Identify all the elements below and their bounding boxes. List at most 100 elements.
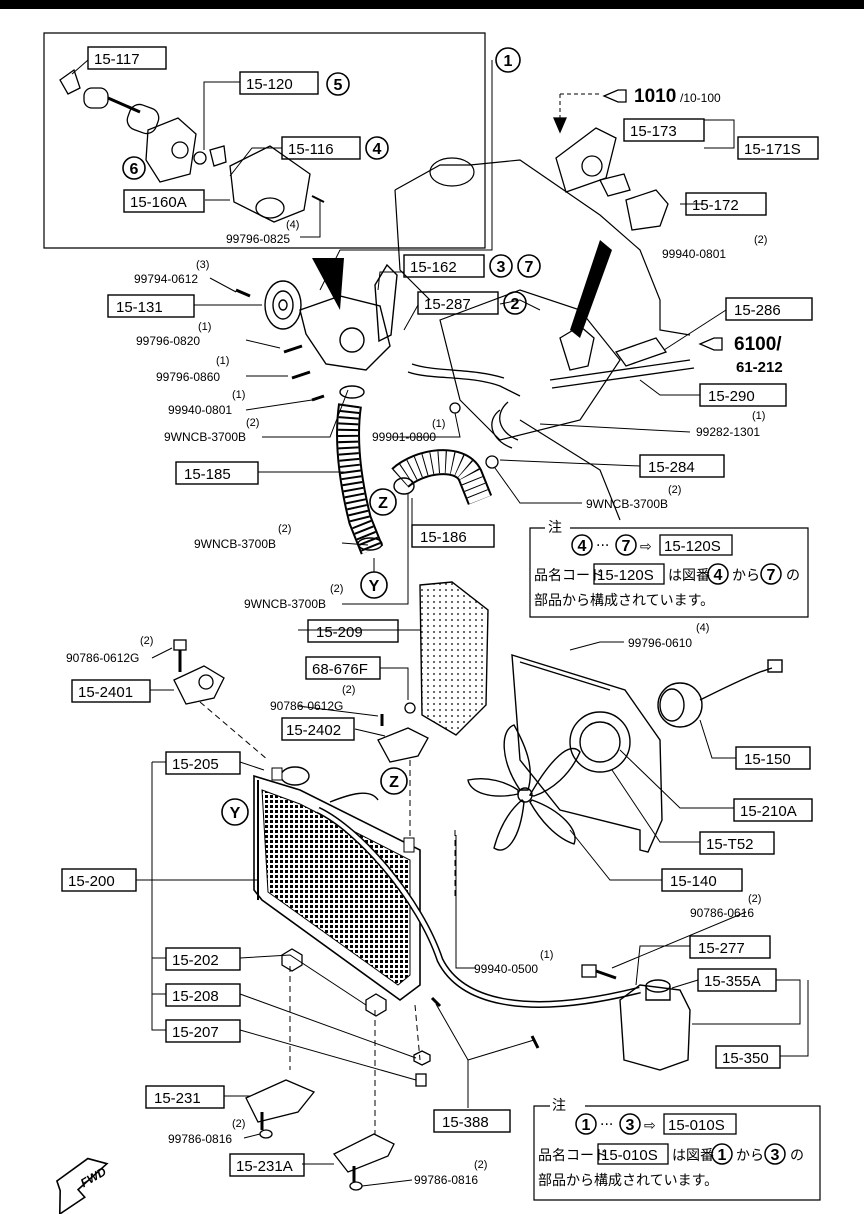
circle-z-1 — [369, 488, 397, 516]
label-99940-0801: 99940-0801 — [168, 403, 232, 417]
label-99796-0860: 99796-0860 — [156, 370, 220, 384]
label-15-231A: 15-231A — [236, 1158, 293, 1175]
circle-z-2-text: Z — [389, 774, 399, 791]
circle-7 — [517, 254, 541, 278]
circle-y-2-text: Y — [230, 805, 241, 822]
box-15-207 — [165, 1019, 241, 1043]
overflow-hose-inner — [317, 808, 641, 1007]
pointing-hand-icon — [698, 337, 723, 351]
label-15-277: 15-277 — [698, 940, 745, 957]
label-99901-0800: 99901-0800 — [372, 430, 436, 444]
box-15-209 — [307, 619, 399, 643]
pump-pulley-hub — [59, 68, 81, 95]
ref-6100[interactable]: 6100/ 61-212 — [698, 334, 783, 376]
box-15-186 — [411, 524, 495, 548]
note1-box — [529, 527, 809, 618]
main-leaders — [194, 119, 735, 605]
pump-shaft-seal — [126, 103, 160, 135]
engine-cap — [429, 157, 475, 187]
qty-99901-0800: (1) — [432, 418, 445, 430]
label-15-355A: 15-355A — [704, 973, 761, 990]
qty-99796-0610: (4) — [696, 622, 709, 634]
box-68-676F — [305, 656, 381, 680]
label-15-173: 15-173 — [630, 123, 677, 140]
label-99940-0801-b: 99940-0801 — [662, 247, 726, 261]
qty-90786-0612g-a: (2) — [140, 635, 153, 647]
note1-target: 15-120S — [664, 538, 721, 555]
box-15-2402 — [281, 717, 355, 741]
label-15-162: 15-162 — [410, 259, 457, 276]
box-15-131 — [107, 294, 195, 318]
box-15-231A — [229, 1153, 305, 1177]
engine-outline — [394, 157, 691, 521]
dashed-mount-lines — [199, 701, 456, 1135]
circle-3 — [489, 254, 513, 278]
circle-6-text: 6 — [130, 161, 139, 178]
label-15-171S: 15-171S — [744, 141, 801, 158]
box-15-2401 — [71, 679, 151, 703]
note1-title: 注 — [548, 520, 562, 536]
qty-9wncb-d: (2) — [330, 583, 343, 595]
note2-code: 15-010S — [601, 1147, 658, 1164]
label-15-210A: 15-210A — [740, 803, 797, 820]
note2-arrow: ⇨ — [644, 1118, 656, 1134]
box-15-173 — [623, 118, 705, 142]
note2-to: 3 — [626, 1117, 635, 1134]
note1-ellipsis: ··· — [596, 538, 609, 554]
note1-line2-to: 7 — [767, 567, 776, 584]
box-15-120 — [239, 71, 319, 95]
label-15-286: 15-286 — [734, 302, 781, 319]
qty-99786-0816: (2) — [232, 1118, 245, 1130]
box-15-286 — [725, 297, 813, 321]
fan-blade — [467, 724, 581, 851]
label-15-208: 15-208 — [172, 988, 219, 1005]
box-15-162 — [403, 254, 485, 278]
note1-line2-from: 4 — [714, 567, 723, 584]
shroud-bracket — [419, 581, 489, 736]
label-99796-0610: 99796-0610 — [628, 636, 692, 650]
label-99794-0612: 99794-0612 — [134, 272, 198, 286]
box-15-200 — [61, 868, 137, 892]
qty-99282-1301: (1) — [752, 410, 765, 422]
label-15-2402: 15-2402 — [286, 722, 341, 739]
box-15-150 — [735, 746, 811, 770]
circle-2 — [503, 291, 527, 315]
upper-hose-clamp — [339, 385, 365, 399]
note2-box — [533, 1105, 821, 1201]
label-68-676F: 68-676F — [312, 661, 368, 678]
radiator — [253, 766, 421, 1001]
qty-99796-0860: (1) — [216, 355, 229, 367]
label-15-388: 15-388 — [442, 1114, 489, 1131]
inset-box — [43, 32, 486, 249]
box-15-172 — [685, 192, 767, 216]
pulley — [264, 280, 302, 330]
box-15-208 — [165, 983, 241, 1007]
label-99796-0825: 99796-0825 — [226, 232, 290, 246]
lower-hose-clamp — [393, 477, 415, 495]
label-15-120: 15-120 — [246, 76, 293, 93]
box-15-355A — [697, 968, 777, 992]
circle-5 — [326, 72, 350, 96]
label-99940-0500: 99940-0500 — [474, 962, 538, 976]
note2-line2-from: 1 — [718, 1147, 727, 1164]
pump-body — [145, 117, 197, 183]
label-15-131: 15-131 — [116, 299, 163, 316]
label-15-207: 15-207 — [172, 1024, 219, 1041]
box-15-290 — [699, 383, 787, 407]
qty-9wncb-a: (2) — [246, 417, 259, 429]
note1-line3: 部品から構成されています。 — [534, 593, 714, 609]
water-pump-assembly — [235, 263, 398, 402]
qty-9wncb-b: (2) — [668, 484, 681, 496]
note1-from: 4 — [578, 538, 587, 555]
circle-4-text: 4 — [373, 141, 382, 158]
label-15-116: 15-116 — [288, 141, 334, 158]
pump-housing — [229, 145, 311, 223]
ref-6100-sub: 61-212 — [736, 359, 783, 376]
fan-shroud — [511, 654, 663, 853]
label-9wncb-d: 9WNCB-3700B — [244, 597, 326, 611]
label-99796-0820: 99796-0820 — [136, 334, 200, 348]
box-15-160A — [123, 189, 205, 213]
ref-1010[interactable]: 1010 /10-100 — [602, 86, 721, 107]
